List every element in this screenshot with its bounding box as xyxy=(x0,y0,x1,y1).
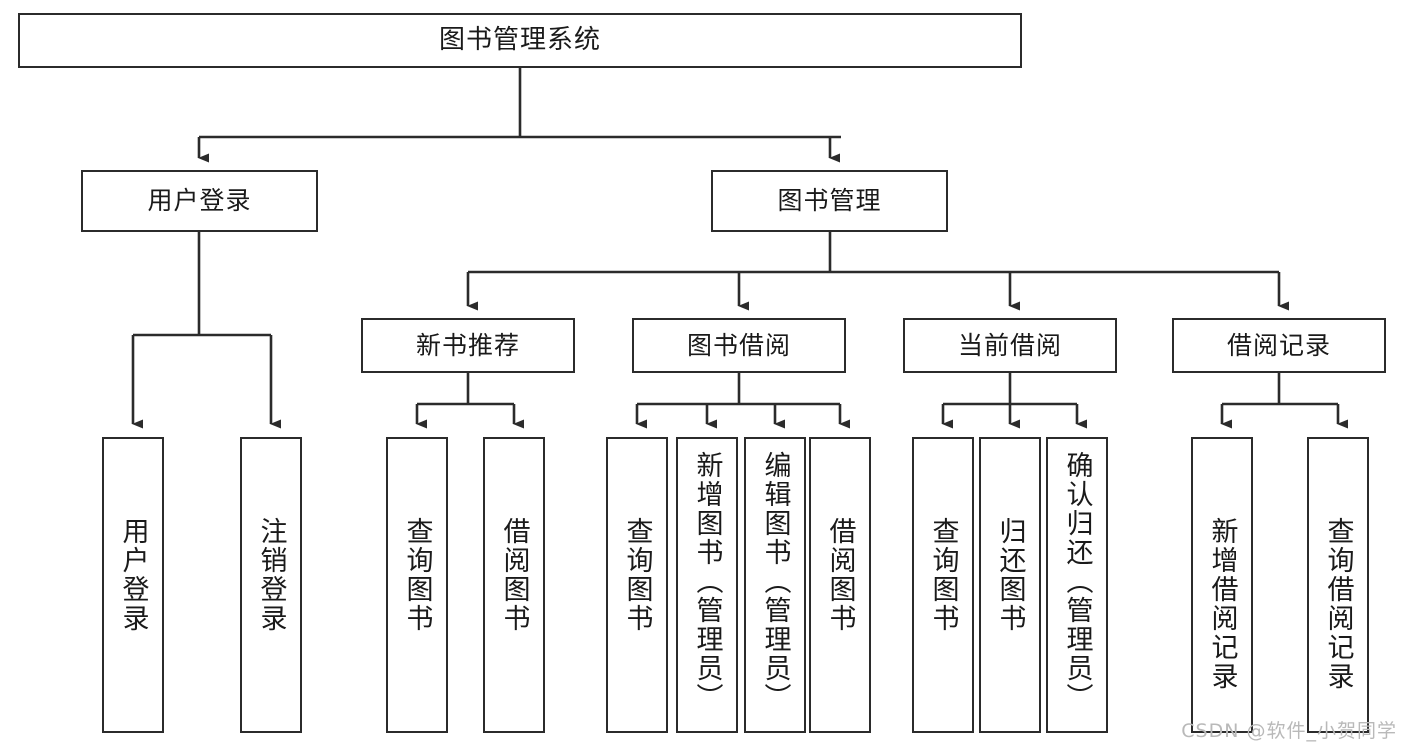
node-current-borrow-label: 当前借阅 xyxy=(957,330,1062,360)
node-leaf-borrow-book-label: 借阅图书 xyxy=(824,517,856,633)
node-leaf-confirm-return[interactable]: 确认归还（管理员） xyxy=(1046,437,1108,733)
node-book-borrow-label: 图书借阅 xyxy=(686,330,791,360)
node-leaf-borrow-book[interactable]: 借阅图书 xyxy=(809,437,871,733)
csdn-watermark: CSDN @软件_小贺同学 xyxy=(1181,720,1397,742)
node-new-book-recommend-label: 新书推荐 xyxy=(415,330,520,360)
node-leaf-recommend-borrow-book-label: 借阅图书 xyxy=(498,517,530,633)
node-leaf-borrow-query-book[interactable]: 查询图书 xyxy=(606,437,668,733)
node-leaf-return-book[interactable]: 归还图书 xyxy=(979,437,1041,733)
node-leaf-recommend-borrow-book[interactable]: 借阅图书 xyxy=(483,437,545,733)
node-leaf-current-query-book-label: 查询图书 xyxy=(927,517,959,633)
node-leaf-user-login[interactable]: 用户登录 xyxy=(102,437,164,733)
node-book-borrow[interactable]: 图书借阅 xyxy=(632,318,846,373)
node-leaf-add-book[interactable]: 新增图书（管理员） xyxy=(676,437,738,733)
node-user-login-label: 用户登录 xyxy=(147,186,252,216)
node-borrow-record-label: 借阅记录 xyxy=(1226,330,1331,360)
node-current-borrow[interactable]: 当前借阅 xyxy=(903,318,1117,373)
node-root[interactable]: 图书管理系统 xyxy=(18,13,1022,68)
node-leaf-borrow-query-book-label: 查询图书 xyxy=(621,517,653,633)
node-leaf-query-borrow-record[interactable]: 查询借阅记录 xyxy=(1307,437,1369,733)
node-leaf-add-borrow-record-label: 新增借阅记录 xyxy=(1206,517,1238,691)
node-leaf-recommend-query-book[interactable]: 查询图书 xyxy=(386,437,448,733)
node-leaf-confirm-return-label: 确认归还（管理员） xyxy=(1061,451,1093,712)
node-leaf-add-book-label: 新增图书（管理员） xyxy=(691,451,723,712)
node-book-manage-label: 图书管理 xyxy=(777,186,882,216)
node-book-manage[interactable]: 图书管理 xyxy=(711,170,948,232)
node-new-book-recommend[interactable]: 新书推荐 xyxy=(361,318,575,373)
node-leaf-current-query-book[interactable]: 查询图书 xyxy=(912,437,974,733)
node-leaf-user-logout[interactable]: 注销登录 xyxy=(240,437,302,733)
node-leaf-user-login-label: 用户登录 xyxy=(117,517,149,633)
node-user-login[interactable]: 用户登录 xyxy=(81,170,318,232)
node-leaf-return-book-label: 归还图书 xyxy=(994,517,1026,633)
node-leaf-recommend-query-book-label: 查询图书 xyxy=(401,517,433,633)
node-leaf-query-borrow-record-label: 查询借阅记录 xyxy=(1322,517,1354,691)
node-borrow-record[interactable]: 借阅记录 xyxy=(1172,318,1386,373)
node-leaf-user-logout-label: 注销登录 xyxy=(255,517,287,633)
node-leaf-edit-book[interactable]: 编辑图书（管理员） xyxy=(744,437,806,733)
node-root-label: 图书管理系统 xyxy=(438,25,601,56)
node-leaf-add-borrow-record[interactable]: 新增借阅记录 xyxy=(1191,437,1253,733)
node-leaf-edit-book-label: 编辑图书（管理员） xyxy=(759,451,791,712)
